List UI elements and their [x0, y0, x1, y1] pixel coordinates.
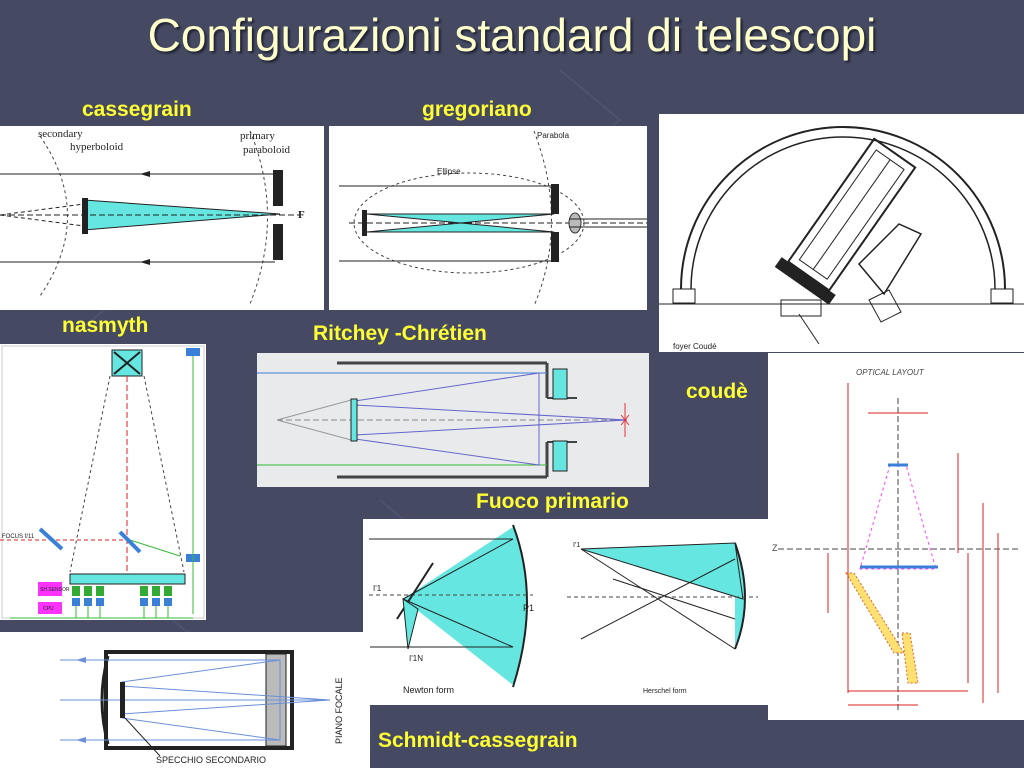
- prime-focus-i1n-text: I'1N: [409, 654, 423, 663]
- gregorian-diagram: Parabola Ellipse: [329, 126, 647, 310]
- cassegrain-diagram: secondary hyperboloid primary paraboloid…: [0, 126, 324, 310]
- nasmyth-diagram: FOCUS f/11 SH SENSOR CPU: [0, 344, 206, 620]
- slide-title: Configurazioni standard di telescopi: [147, 9, 877, 61]
- label-fuoco-primario: Fuoco primario: [476, 490, 629, 513]
- cassegrain-hyperboloid-text: hyperboloid: [70, 141, 124, 153]
- label-coude: coudè: [686, 380, 748, 403]
- label-nasmyth: nasmyth: [62, 314, 149, 337]
- label-schmidt-cassegrain: Schmidt-cassegrain: [378, 729, 578, 752]
- nasmyth-cpu-text: CPU: [43, 606, 54, 612]
- coude-diagram: foyer Coudé: [659, 114, 1024, 352]
- prime-focus-i1-text: I'1: [373, 584, 382, 593]
- label-gregoriano: gregoriano: [422, 98, 532, 121]
- gregorian-ellipse-text: Ellipse: [437, 167, 461, 176]
- prime-focus-herschel-text: Herschel form: [643, 688, 687, 695]
- svg-text:I'1: I'1: [573, 542, 580, 549]
- coude-foyer-text: foyer Coudé: [673, 342, 717, 351]
- cassegrain-secondary-text: secondary: [38, 128, 83, 140]
- ritchey-chretien-diagram: [257, 353, 649, 487]
- gregorian-parabola-text: Parabola: [537, 131, 570, 140]
- label-ritchey-chretien: Ritchey -Chrétien: [313, 322, 487, 345]
- cassegrain-focus-text: F: [298, 209, 305, 221]
- cassegrain-paraboloid-text: paraboloid: [243, 144, 291, 156]
- prime-focus-p1-text: P1: [523, 603, 534, 613]
- schmidt-secondary-mirror-text: SPECCHIO SECONDARIO: [156, 755, 266, 765]
- label-cassegrain: cassegrain: [82, 98, 192, 121]
- schmidt-focal-plane-text: PIANO FOCALE: [334, 677, 344, 744]
- cassegrain-primary-text: primary: [240, 130, 275, 142]
- nasmyth-focus-text: FOCUS f/11: [2, 534, 35, 540]
- schmidt-cassegrain-diagram: SPECCHIO SECONDARIO PIANO FOCALE: [0, 632, 370, 768]
- prime-focus-newton-text: Newton form: [403, 685, 454, 695]
- prime-focus-diagram: P1 I'1 I'1N Newton form I'1 Herschel for…: [363, 519, 769, 705]
- nasmyth-sh-sensor-text: SH SENSOR: [40, 587, 70, 593]
- optical-layout-title: OPTICAL LAYOUT: [856, 368, 925, 377]
- optical-layout-diagram: OPTICAL LAYOUT Z: [768, 353, 1024, 720]
- optical-layout-z-text: Z: [772, 543, 778, 553]
